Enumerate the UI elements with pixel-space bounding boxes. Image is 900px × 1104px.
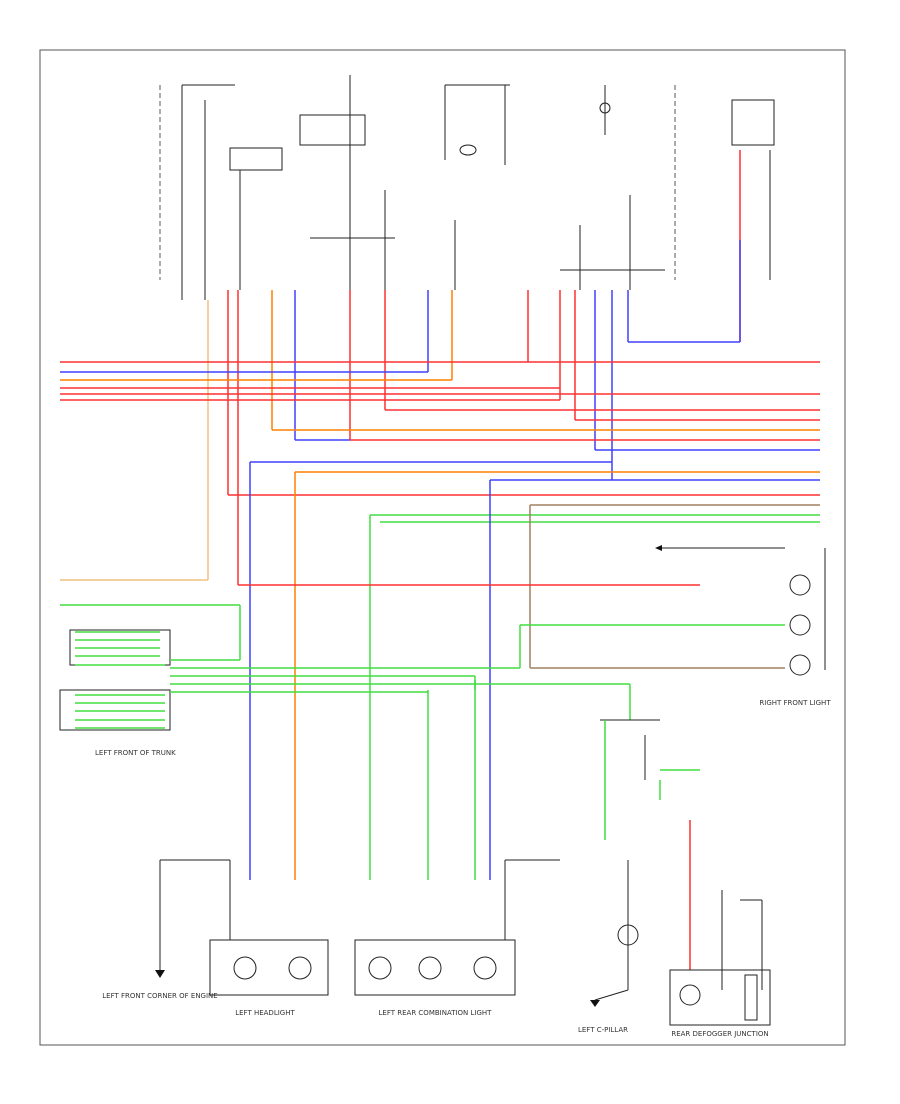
left-connector-harness bbox=[59, 579, 785, 731]
rear-bulb-icon-1 bbox=[368, 956, 392, 980]
left-ground: LEFT FRONT CORNER OF ENGINE bbox=[102, 859, 231, 1000]
bulb-icon-def bbox=[617, 924, 639, 946]
bulb-icon-1 bbox=[789, 574, 811, 596]
defogger-motor-icon bbox=[679, 984, 701, 1006]
diagram-frame bbox=[39, 49, 846, 1046]
headlight-bulb-icon-1 bbox=[233, 956, 257, 980]
left-rear-combination-assembly: LEFT REAR COMBINATION LIGHT bbox=[354, 859, 560, 1017]
bulb-icon-2 bbox=[789, 614, 811, 636]
right-lamp-cluster: RIGHT FRONT LIGHT bbox=[655, 545, 831, 707]
left-headlight-assembly: LEFT HEADLIGHT bbox=[209, 939, 329, 1017]
trunk-connector-label: LEFT FRONT OF TRUNK bbox=[95, 749, 176, 757]
defogger-grid-icon bbox=[744, 974, 758, 1021]
left-rear-combination-label: LEFT REAR COMBINATION LIGHT bbox=[379, 1009, 493, 1017]
left-front-corner-label: LEFT FRONT CORNER OF ENGINE bbox=[102, 992, 217, 1000]
relay-box-right bbox=[731, 99, 775, 146]
c-pillar-label: LEFT C-PILLAR bbox=[578, 1026, 628, 1034]
rear-bulb-icon-2 bbox=[418, 956, 442, 980]
headlight-bulb-icon-2 bbox=[288, 956, 312, 980]
defogger-module bbox=[669, 969, 771, 1026]
relay-box-1 bbox=[229, 147, 283, 171]
rear-combination-box bbox=[354, 939, 516, 996]
ground-icon-1 bbox=[155, 970, 165, 978]
rear-defogger-area: REAR DEFOGGER JUNCTION LEFT C-PILLAR bbox=[578, 719, 771, 1038]
switch-box-1 bbox=[299, 114, 366, 146]
vertical-feed-wires bbox=[207, 150, 771, 585]
top-control-section bbox=[159, 75, 775, 300]
headlight-box bbox=[209, 939, 329, 996]
arrow-icon bbox=[655, 545, 662, 551]
sensor-icon bbox=[599, 102, 611, 114]
right-front-light-label: RIGHT FRONT LIGHT bbox=[759, 699, 831, 707]
rear-bulb-icon-3 bbox=[473, 956, 497, 980]
switch-contact bbox=[459, 144, 477, 156]
ground-icon-3 bbox=[590, 1000, 600, 1007]
horizontal-bus-wires bbox=[60, 361, 820, 523]
left-headlight-label: LEFT HEADLIGHT bbox=[235, 1009, 295, 1017]
downstream-wires bbox=[249, 462, 785, 880]
bulb-icon-3 bbox=[789, 654, 811, 676]
rear-defogger-label: REAR DEFOGGER JUNCTION bbox=[671, 1030, 768, 1038]
connector-box-lower bbox=[59, 689, 171, 731]
wire-black-def-3 bbox=[594, 989, 629, 1001]
